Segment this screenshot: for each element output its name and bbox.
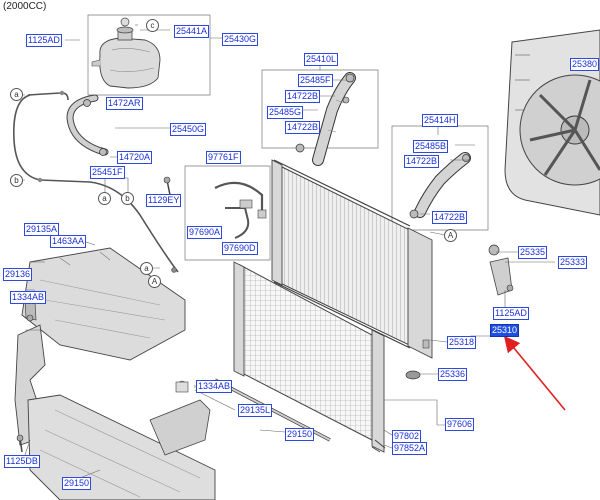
ac-condenser bbox=[233, 261, 385, 453]
lower-air-guide bbox=[27, 394, 216, 500]
part-label-25310-highlighted[interactable]: 25310 bbox=[490, 324, 520, 337]
reservoir-hose bbox=[66, 94, 109, 156]
part-label-97852A[interactable]: 97852A bbox=[392, 442, 428, 455]
part-label-25485B[interactable]: 25485B bbox=[413, 140, 449, 153]
part-label-25410L[interactable]: 25410L bbox=[304, 53, 339, 66]
callout-b-2: b bbox=[121, 192, 134, 205]
callout-A-1: A bbox=[148, 275, 161, 288]
part-label-97761F[interactable]: 97761F bbox=[206, 151, 241, 164]
part-label-29135L[interactable]: 29135L bbox=[238, 404, 273, 417]
radiator-core bbox=[271, 159, 433, 359]
sensor-wire-harness bbox=[214, 181, 267, 239]
engine-variant-label: (2000CC) bbox=[3, 1, 47, 12]
part-label-1125DB[interactable]: 1125DB bbox=[4, 455, 40, 468]
part-label-25333[interactable]: 25333 bbox=[558, 256, 588, 269]
part-label-25430G[interactable]: 25430G bbox=[222, 33, 259, 46]
callout-A-2: A bbox=[444, 229, 457, 242]
highlight-arrow bbox=[503, 335, 566, 411]
part-label-1125AD-right[interactable]: 1125AD bbox=[493, 307, 529, 320]
part-label-25318[interactable]: 25318 bbox=[447, 336, 477, 349]
part-label-29136[interactable]: 29136 bbox=[3, 268, 33, 281]
callout-c: c bbox=[146, 19, 159, 32]
upper-hose-group-frame bbox=[261, 69, 379, 149]
part-label-25335[interactable]: 25335 bbox=[518, 246, 548, 259]
reservoir-group-frame bbox=[87, 14, 211, 96]
overflow-pipe bbox=[13, 90, 179, 273]
callout-a-3: a bbox=[140, 262, 153, 275]
part-label-14722B-upper-2[interactable]: 14722B bbox=[285, 121, 321, 134]
part-label-97606[interactable]: 97606 bbox=[445, 418, 475, 431]
radiator-insulator bbox=[405, 370, 421, 380]
part-label-25485G[interactable]: 25485G bbox=[267, 106, 304, 119]
part-label-25441A[interactable]: 25441A bbox=[174, 25, 210, 38]
part-label-1472AR[interactable]: 1472AR bbox=[106, 97, 143, 110]
part-label-1334AB-left[interactable]: 1334AB bbox=[10, 291, 47, 304]
part-label-25414H[interactable]: 25414H bbox=[422, 114, 458, 127]
coolant-reservoir-tank bbox=[91, 26, 161, 89]
left-air-guide bbox=[21, 247, 186, 361]
part-label-1463AA[interactable]: 1463AA bbox=[50, 235, 87, 248]
lower-radiator-hose bbox=[409, 152, 471, 219]
radiator-mount-bracket bbox=[488, 244, 514, 296]
part-label-14722B-lower-2[interactable]: 14722B bbox=[432, 211, 468, 224]
part-label-14720A[interactable]: 14720A bbox=[117, 151, 153, 164]
part-label-25336[interactable]: 25336 bbox=[438, 368, 468, 381]
part-label-29150-center[interactable]: 29150 bbox=[285, 428, 315, 441]
part-label-97690A[interactable]: 97690A bbox=[187, 226, 223, 239]
callout-a-2: a bbox=[98, 192, 111, 205]
part-label-1125AD[interactable]: 1125AD bbox=[26, 34, 62, 47]
fan-shroud bbox=[504, 29, 600, 216]
part-label-25451F[interactable]: 25451F bbox=[90, 166, 125, 179]
part-label-97690D[interactable]: 97690D bbox=[222, 242, 258, 255]
part-label-25485F[interactable]: 25485F bbox=[298, 74, 333, 87]
part-label-25450G[interactable]: 25450G bbox=[170, 123, 207, 136]
callout-b-1: b bbox=[10, 174, 23, 187]
part-label-1129EY[interactable]: 1129EY bbox=[146, 194, 182, 207]
callout-a-1: a bbox=[10, 88, 23, 101]
part-label-25380[interactable]: 25380 bbox=[570, 58, 600, 71]
part-label-29150-left[interactable]: 29150 bbox=[62, 477, 92, 490]
part-label-14722B-lower-1[interactable]: 14722B bbox=[404, 155, 440, 168]
part-label-1334AB-center[interactable]: 1334AB bbox=[196, 380, 233, 393]
part-label-29135A[interactable]: 29135A bbox=[24, 223, 60, 236]
upper-radiator-hose bbox=[295, 72, 356, 166]
sensor-group-frame bbox=[184, 165, 271, 261]
part-label-14722B-upper-1[interactable]: 14722B bbox=[285, 90, 321, 103]
